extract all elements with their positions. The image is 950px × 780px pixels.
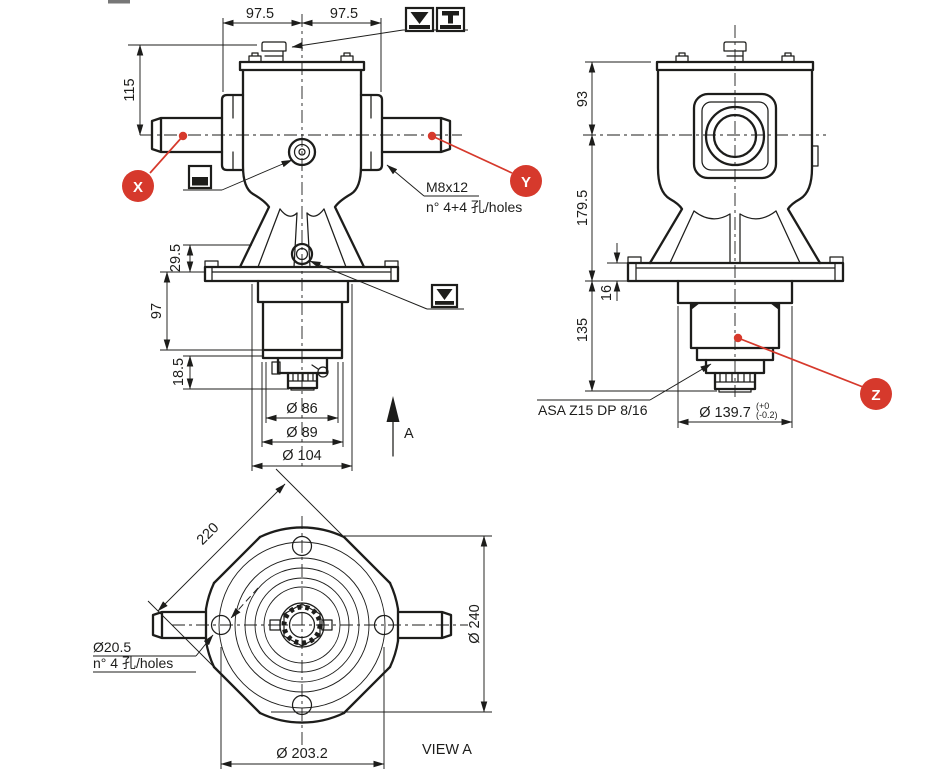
- dim-93: 93: [575, 91, 591, 107]
- dim-179-5: 179.5: [575, 190, 591, 226]
- bottom-hole-callout: Ø20.5 n° 4 孔/holes: [93, 587, 259, 673]
- front-oil-plug: [287, 137, 317, 167]
- bottom-view: 220 Ø 240 Ø 203.2 Ø20.5 n° 4 孔/holes VIE…: [93, 468, 492, 769]
- dim-d104: Ø 104: [282, 448, 322, 464]
- dim-d240: Ø 240: [467, 604, 483, 644]
- bottom-left-shaft: [151, 610, 207, 640]
- side-spline-shaft: [713, 371, 757, 391]
- bottom-dim-d240: Ø 240: [271, 535, 492, 713]
- dim-97-5-left: 97.5: [246, 6, 274, 22]
- marker-y-label: Y: [521, 174, 531, 191]
- bottom-right-shaft: [397, 610, 453, 640]
- dim-18-5: 18.5: [171, 358, 187, 386]
- side-spline-callout: ASA Z15 DP 8/16: [537, 363, 712, 418]
- oil-level-icon: [187, 164, 213, 190]
- side-view: 93 179.5 16 135 Ø 139.7 (+0 (-0.2) ASA Z…: [537, 25, 892, 428]
- dim-97: 97: [149, 303, 165, 319]
- front-drain-callout: [309, 260, 464, 310]
- marker-y: Y: [427, 131, 542, 197]
- marker-z-label: Z: [871, 387, 880, 404]
- dim-16: 16: [599, 285, 615, 301]
- front-dim-stack: 29.5 97 18.5: [149, 244, 289, 390]
- front-left-shaft: [150, 116, 224, 154]
- callout-holes: n° 4+4 孔/holes: [426, 199, 522, 215]
- dim-115: 115: [122, 78, 138, 101]
- front-oil-level-callout: [183, 159, 293, 191]
- bottom-flange-outline: [151, 526, 453, 724]
- bolt-hole-bottom: [291, 694, 313, 716]
- callout-hole-count: n° 4 孔/holes: [93, 655, 173, 671]
- dim-97-5-right: 97.5: [330, 6, 358, 22]
- side-dim-stack: 93 179.5 16 135: [575, 61, 717, 392]
- oil-fill-triangle-icon: [404, 6, 435, 33]
- callout-hole-dia: Ø20.5: [93, 639, 131, 655]
- bottom-castle-nut: [283, 603, 321, 647]
- dim-d139-7-tol-upper: (+0: [756, 401, 769, 411]
- front-flange: [203, 265, 400, 283]
- section-arrow-label: A: [404, 426, 414, 442]
- front-breather-plug: [261, 41, 287, 63]
- dim-d139-7-tol-lower: (-0.2): [756, 410, 778, 420]
- front-dim-diameters: Ø 86 Ø 89 Ø 104: [251, 284, 353, 471]
- callout-spline: ASA Z15 DP 8/16: [538, 402, 648, 418]
- bottom-dim-d203-2: Ø 203.2: [220, 647, 385, 769]
- marker-x-label: X: [133, 179, 143, 196]
- front-gearbox-outline: [150, 41, 452, 391]
- front-dim-115: 115: [122, 44, 257, 136]
- front-breather-callout: [291, 6, 468, 49]
- bolt-hole-top: [291, 535, 313, 557]
- front-right-shaft: [380, 116, 452, 154]
- cropped-edge-artifact: [108, 0, 130, 4]
- bolt-hole-right: [373, 614, 395, 636]
- side-dim-d139-7: Ø 139.7 (+0 (-0.2): [677, 306, 793, 428]
- dim-135: 135: [575, 318, 591, 342]
- section-arrow-a: A: [386, 396, 414, 457]
- side-flange: [626, 261, 845, 283]
- dim-d86: Ø 86: [286, 401, 317, 417]
- front-dim-width: 97.5 97.5: [222, 6, 382, 92]
- view-a-label: VIEW A: [422, 742, 472, 758]
- callout-thread: M8x12: [426, 179, 468, 195]
- marker-x: X: [122, 131, 188, 202]
- marker-z: Z: [733, 333, 892, 410]
- front-thread-callout: M8x12 n° 4+4 孔/holes: [386, 164, 522, 215]
- dim-d139-7: Ø 139.7: [699, 405, 751, 421]
- dim-220: 220: [194, 520, 222, 548]
- bottom-spline-teeth: [281, 604, 323, 646]
- side-face-boss: [692, 92, 778, 180]
- front-lower-plug: [290, 242, 314, 266]
- oil-drain-triangle-icon: [430, 283, 459, 309]
- dim-29-5: 29.5: [168, 244, 184, 272]
- front-view: 97.5 97.5 115 29.5 97 18.5 Ø 86: [122, 6, 542, 471]
- bolt-hole-left: [210, 614, 232, 636]
- side-breather-plug: [723, 41, 747, 63]
- dim-d203-2: Ø 203.2: [276, 746, 328, 762]
- breather-tee-icon: [435, 6, 466, 33]
- dim-d89: Ø 89: [286, 425, 317, 441]
